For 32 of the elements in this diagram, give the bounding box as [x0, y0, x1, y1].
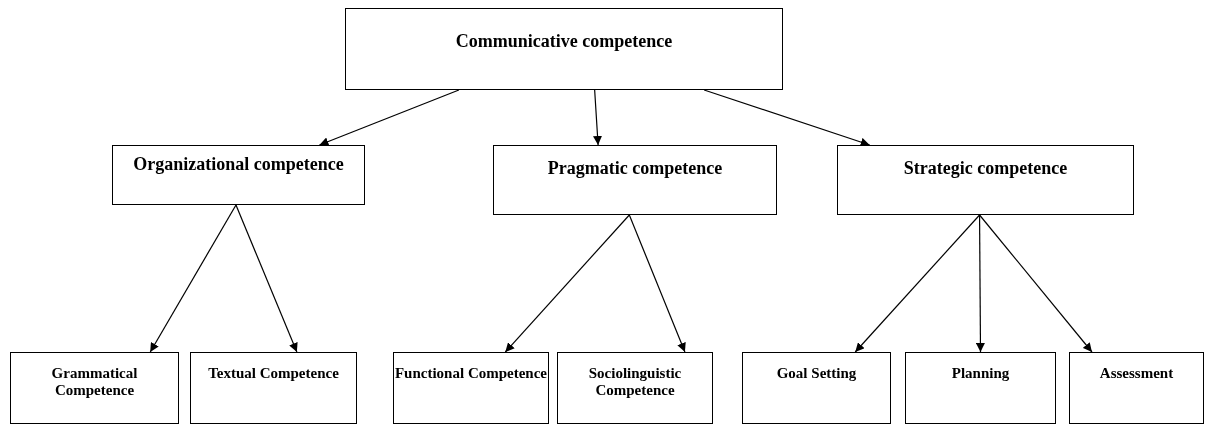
arrow	[978, 214, 1093, 353]
arrow	[235, 204, 298, 353]
concept-box	[557, 352, 713, 424]
concept-label: Organizational competence	[132, 154, 345, 175]
arrow	[593, 89, 602, 146]
concept-box	[112, 145, 365, 205]
concept-box	[190, 352, 357, 424]
concept-box	[905, 352, 1056, 424]
arrow	[504, 214, 630, 353]
concept-label: Assessment	[1098, 365, 1175, 382]
concept-label: Textual Competence	[207, 365, 340, 382]
concept-box	[742, 352, 891, 424]
concept-label: Planning	[950, 365, 1011, 382]
concept-box	[393, 352, 549, 424]
arrow	[854, 214, 981, 353]
concept-label: Pragmatic competence	[546, 158, 724, 179]
concept-label: Goal Setting	[775, 365, 858, 382]
arrow	[628, 214, 686, 353]
concept-label: Strategic competence	[902, 158, 1069, 179]
concept-box	[837, 145, 1134, 215]
concept-box	[493, 145, 777, 215]
concept-label: Functional Competence	[394, 365, 548, 382]
concept-label: Sociolinguistic Competence	[587, 365, 683, 399]
concept-box	[345, 8, 783, 90]
arrow	[149, 204, 237, 353]
concept-box	[1069, 352, 1204, 424]
arrow	[318, 89, 460, 146]
arrow	[703, 89, 871, 147]
arrow	[975, 214, 985, 353]
concept-label: Communicative competence	[454, 31, 674, 52]
concept-box	[10, 352, 179, 424]
concept-label: Grammatical Competence	[50, 365, 139, 399]
